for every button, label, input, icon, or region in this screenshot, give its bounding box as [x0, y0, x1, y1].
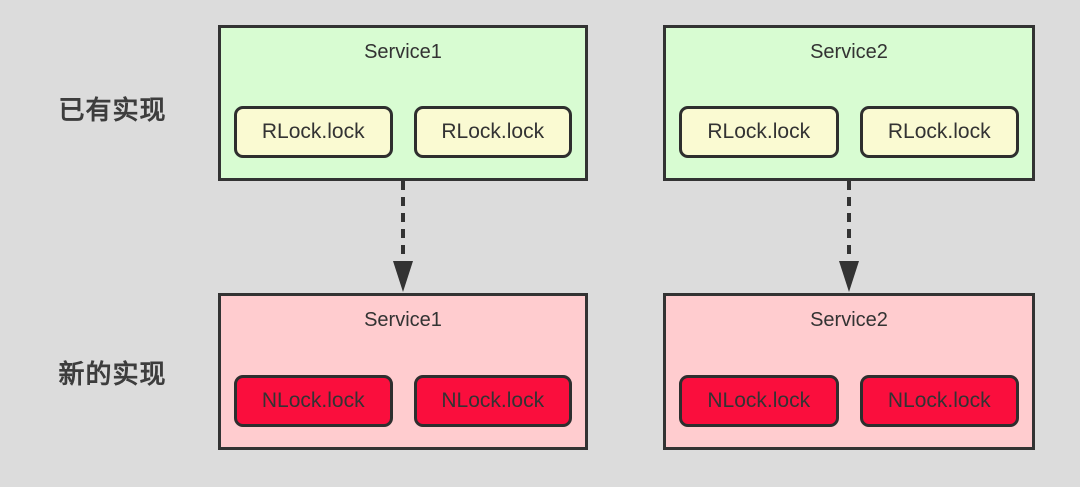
- nlock-chip: NLock.lock: [859, 375, 1019, 427]
- service-box-new-service2: Service2 NLock.lock NLock.lock: [663, 293, 1035, 450]
- service-box-existing-service2: Service2 RLock.lock RLock.lock: [663, 25, 1035, 181]
- rlock-chip: RLock.lock: [679, 106, 839, 158]
- rlock-chip: RLock.lock: [413, 106, 572, 158]
- row-label-existing: 已有实现: [58, 95, 167, 125]
- nlock-chip: NLock.lock: [413, 375, 572, 427]
- service-title: Service1: [364, 41, 442, 63]
- rlock-chip: RLock.lock: [859, 106, 1019, 158]
- dashed-arrow-down-icon: [390, 181, 416, 293]
- service-box-existing-service1: Service1 RLock.lock RLock.lock: [218, 25, 588, 181]
- nlock-chip: NLock.lock: [234, 375, 393, 427]
- lock-row: RLock.lock RLock.lock: [666, 106, 1032, 158]
- rlock-chip: RLock.lock: [234, 106, 393, 158]
- lock-row: RLock.lock RLock.lock: [221, 106, 585, 158]
- service-title: Service2: [810, 41, 888, 63]
- row-label-new: 新的实现: [58, 359, 167, 389]
- nlock-chip: NLock.lock: [679, 375, 839, 427]
- dashed-arrow-down-icon: [836, 181, 862, 293]
- lock-row: NLock.lock NLock.lock: [666, 375, 1032, 427]
- lock-row: NLock.lock NLock.lock: [221, 375, 585, 427]
- service-title: Service1: [364, 309, 442, 331]
- service-box-new-service1: Service1 NLock.lock NLock.lock: [218, 293, 588, 450]
- service-title: Service2: [810, 309, 888, 331]
